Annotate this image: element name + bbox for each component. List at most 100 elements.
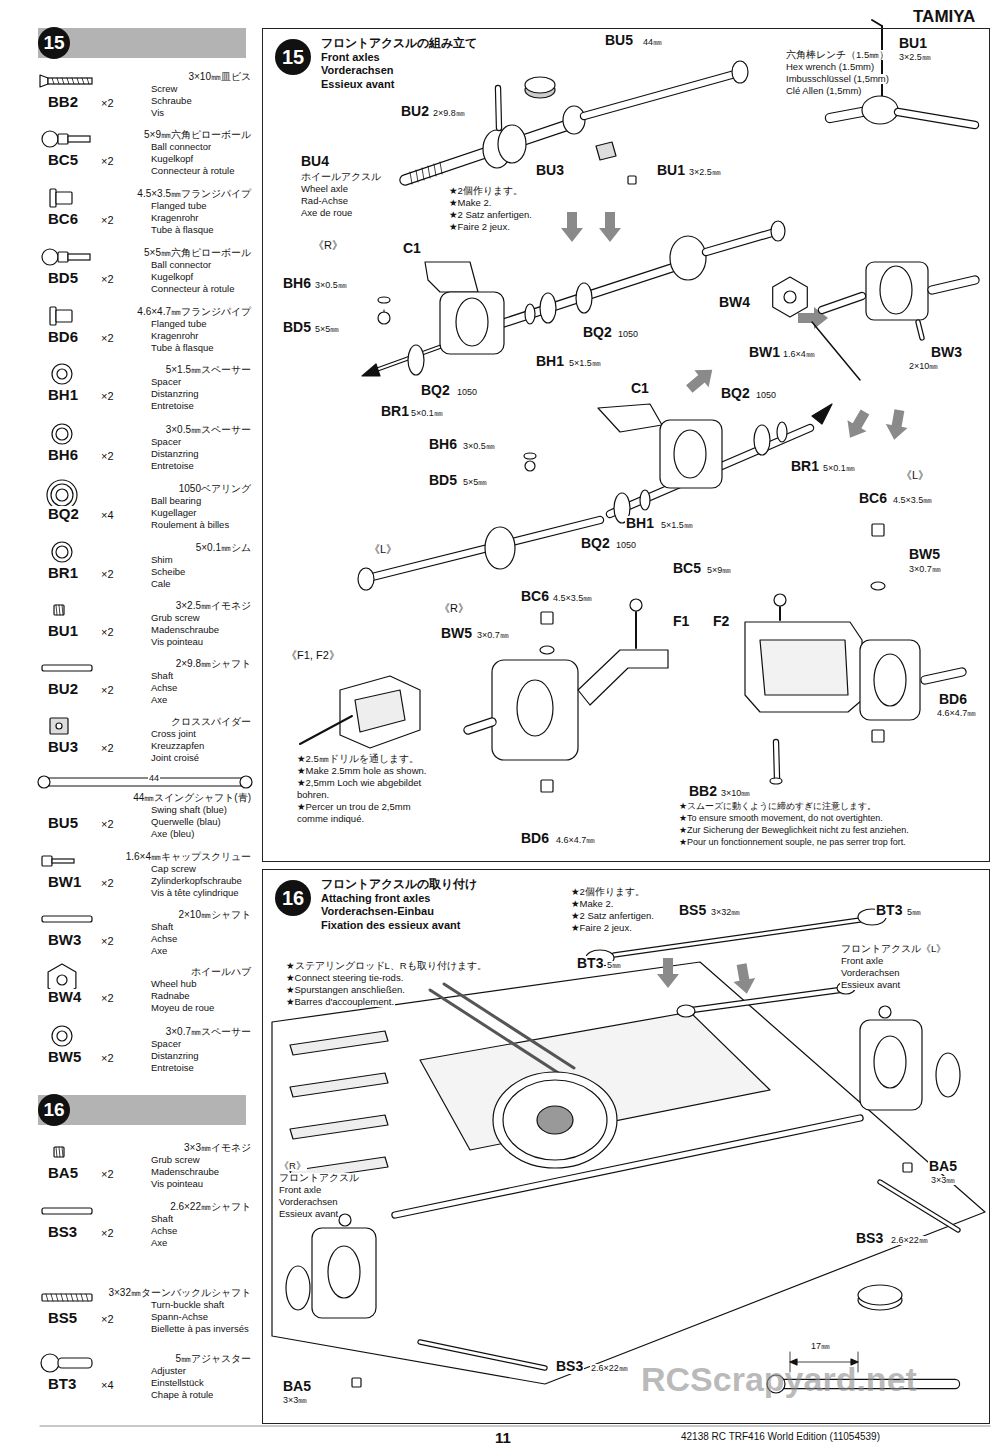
part-name: Wheel hub [150,979,197,989]
arrow-head [851,1359,858,1365]
note-text: ★Make 2. [448,198,492,208]
note-text: ★2 Satz anfertigen. [448,210,533,220]
note-text: ★Make 2.5mm hole as shown. [296,766,427,776]
part-code: BW4 [47,989,82,1005]
step-band: 15 [38,28,246,58]
part-disc [576,283,592,313]
note-text: Essieux avant [278,1209,339,1219]
note-text: ★Zur Sicherung der Beweglichkeit nicht z… [678,826,910,835]
part-name: 3×0.7㎜スペーサー [165,1027,252,1038]
dimension: 3×32㎜ [710,908,741,917]
part-ball [56,546,68,558]
part-body [58,1358,92,1368]
step-panel: 16フロントアクスルの取り付けAttaching front axlesVord… [262,869,990,1424]
step-badge-circle [38,1094,70,1126]
part-code: BW3 [930,345,963,360]
part-name: Madenschraube [150,625,220,635]
dimension: 3×2.5㎜ [898,53,932,62]
part-disc [586,950,614,966]
step-panel: 15フロントアクスルの組み立てFront axlesVorderachsenEs… [262,28,990,862]
part-code: BD6 [938,692,968,707]
drawing-line [46,1294,48,1301]
part-name: Querwelle (blau) [150,817,222,827]
part-name: Entretoise [150,461,195,471]
part-ball [879,1006,891,1018]
step-heading: Fixation des essieux avant [321,919,460,931]
part-name: Kragenrohr [150,213,200,223]
drawing-line [812,322,860,380]
note-text: 《R》 [312,240,344,252]
part-name: Zylinderkopfschraube [150,876,243,886]
part-name: Cale [150,579,172,589]
part-body [42,665,92,671]
shaft-outline [584,74,735,116]
part-name: Spacer [150,377,182,387]
part-code: BU3 [47,739,79,755]
shaft-body [776,742,777,778]
part-code: BU1 [898,36,928,51]
shaft-outline [498,88,499,128]
footer-rule [40,1426,990,1427]
part-code: BT3 [47,1376,77,1392]
part-name: Ball connector [150,260,212,270]
note-text: Front axle [278,1185,322,1195]
part-code: BD6 [520,831,550,846]
quantity: ×2 [100,391,115,403]
part-disc [503,1080,607,1160]
drawing-line [440,162,442,174]
shaft-body [692,990,840,1010]
part-body [56,310,72,322]
part-name: Shaft [150,922,174,932]
shaft-outline [932,280,975,290]
step-number: 15 [38,28,70,58]
part-name: 3×3㎜イモネジ [183,1143,252,1154]
dimension: 3×2.5㎜ [688,168,722,177]
drawing-line [52,78,54,84]
part-disc [456,298,488,346]
part-name: 3×2.5㎜イモネジ [175,601,252,612]
quantity: ×2 [100,993,115,1005]
shaft-body [405,126,565,180]
part-name: Screw [150,84,178,94]
shaft-outline [368,520,600,578]
note-text: ★To ensure smooth movement, do not overt… [678,814,884,823]
part-name: Cap screw [150,864,197,874]
part-name: Schraube [150,96,193,106]
part-code: BW5 [47,1049,82,1065]
drive-belt [444,984,574,1068]
dimension: 4.5×3.5㎜ [552,594,593,603]
watermark: RCScrapyard.net [640,1362,918,1398]
part-name: Achse [150,934,178,944]
shaft-outline [925,672,962,680]
quantity: ×2 [100,1169,115,1181]
part-name: Connecteur à rotule [150,284,235,294]
part-name: Axe [150,695,168,705]
note-text: ★Pour un fonctionnement souple, ne pas s… [678,838,907,847]
drawing-line [881,26,883,96]
part-code: BC6 [858,491,888,506]
part-body [903,1163,912,1172]
shaft-outline [880,1182,958,1230]
drawing-line [59,605,60,615]
note-text: ★スムーズに動くように締めすぎに注意します。 [678,802,877,811]
note-text: comme indiqué. [296,814,365,824]
part-name: Einstellstück [150,1378,205,1388]
part-code: C1 [402,241,422,256]
part-code: F1 [672,614,690,629]
drawing-line [67,78,69,84]
part-name: Distanzring [150,449,200,459]
note-text: ★ステアリングロッドL、Rも取り付けます。 [285,961,488,971]
part-disc [871,582,885,590]
part-code: BQ2 [47,506,80,522]
dimension: 2.6×22㎜ [590,1364,629,1373]
drawing-line [792,1362,856,1363]
part-body [68,254,90,260]
part-ball [57,369,67,379]
part-body [492,660,578,760]
part-body [352,1378,361,1387]
dimension: 5×1.5㎜ [568,359,602,368]
chassis-slot [290,1115,388,1139]
part-code: BU5 [47,815,79,831]
part-code: BH6 [282,276,312,291]
part-code: BC5 [672,561,702,576]
